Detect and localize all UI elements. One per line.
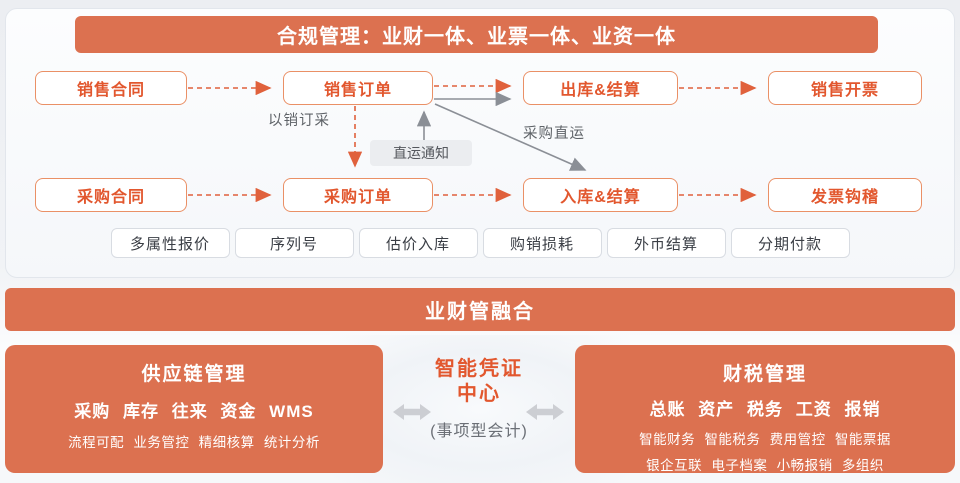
flow-box-sales-invoicing: 销售开票 — [768, 71, 922, 105]
panel-finance-tax: 财税管理 总账 资产 税务 工资 报销 智能财务 智能税务 费用管控 智能票据 … — [575, 345, 955, 473]
tag-label: 多属性报价 — [129, 235, 210, 253]
tag-foreign-currency-settlement: 外币结算 — [606, 228, 726, 258]
flow-box-label: 发票钩稽 — [810, 189, 879, 206]
fusion-banner-label: 业财管融合 — [425, 301, 535, 323]
panel-supply-chain: 供应链管理 采购 库存 往来 资金 WMS 流程可配 业务管控 精细核算 统计分… — [5, 345, 383, 473]
double-arrow-right-icon — [526, 404, 564, 420]
flow-box-sales-contract: 销售合同 — [35, 71, 187, 105]
panel-features: 流程可配 业务管控 精细核算 统计分析 — [68, 435, 320, 450]
tag-label: 购销损耗 — [509, 235, 574, 253]
panel-modules: 采购 库存 往来 资金 WMS — [74, 402, 314, 421]
panel-title: 供应链管理 — [141, 364, 247, 385]
panel-modules: 总账 资产 税务 工资 报销 — [649, 400, 881, 419]
smart-voucher-center: 智能凭证 中心 (事项型会计) — [383, 345, 575, 473]
flow-box-purchase-order: 采购订单 — [283, 178, 433, 212]
tag-serial-number: 序列号 — [234, 228, 354, 258]
label-purchase-drop-ship: 采购直运 — [523, 126, 585, 142]
panel-features-row2: 银企互联 电子档案 小畅报销 多组织 — [646, 458, 884, 473]
tag-label: 估价入库 — [385, 235, 450, 253]
label-make-to-order: 以销订采 — [268, 113, 330, 129]
tag-purchase-sales-loss: 购销损耗 — [482, 228, 602, 258]
flow-box-label: 采购合同 — [76, 189, 145, 206]
flow-box-inbound-settlement: 入库&结算 — [523, 178, 678, 212]
compliance-banner-label: 合规管理：业财一体、业票一体、业资一体 — [277, 26, 676, 48]
smart-voucher-subtitle: (事项型会计) — [430, 423, 528, 440]
compliance-banner: 合规管理：业财一体、业票一体、业资一体 — [75, 16, 878, 53]
fusion-banner: 业财管融合 — [5, 288, 955, 331]
tag-estimated-inbound: 估价入库 — [358, 228, 478, 258]
flow-box-label: 采购订单 — [323, 189, 392, 206]
flow-box-label: 出库&结算 — [560, 82, 641, 99]
tag-installment-payment: 分期付款 — [730, 228, 850, 258]
smart-voucher-title: 智能凭证 中心 — [435, 357, 523, 407]
panel-title: 财税管理 — [722, 364, 807, 385]
tag-multi-attribute-quote: 多属性报价 — [110, 228, 230, 258]
tag-label: 分期付款 — [757, 235, 822, 253]
flow-box-label: 销售开票 — [810, 82, 879, 99]
flow-box-label: 销售订单 — [323, 82, 392, 99]
flow-box-purchase-contract: 采购合同 — [35, 178, 187, 212]
flow-box-outbound-settlement: 出库&结算 — [523, 71, 678, 105]
drop-ship-notice-box: 直运通知 — [370, 140, 472, 166]
smart-voucher-title-line2: 中心 — [457, 383, 501, 405]
drop-ship-notice-label: 直运通知 — [393, 145, 449, 161]
flow-box-label: 销售合同 — [76, 82, 145, 99]
double-arrow-left-icon — [393, 404, 431, 420]
flow-box-label: 入库&结算 — [560, 189, 641, 206]
feature-tags-row: 多属性报价 序列号 估价入库 购销损耗 外币结算 分期付款 — [0, 228, 960, 258]
flow-box-sales-order: 销售订单 — [283, 71, 433, 105]
tag-label: 外币结算 — [633, 235, 698, 253]
smart-voucher-title-line1: 智能凭证 — [435, 358, 523, 380]
tag-label: 序列号 — [269, 235, 318, 253]
panel-features-row1: 智能财务 智能税务 费用管控 智能票据 — [639, 432, 891, 447]
flow-box-invoice-reconciliation: 发票钩稽 — [768, 178, 922, 212]
